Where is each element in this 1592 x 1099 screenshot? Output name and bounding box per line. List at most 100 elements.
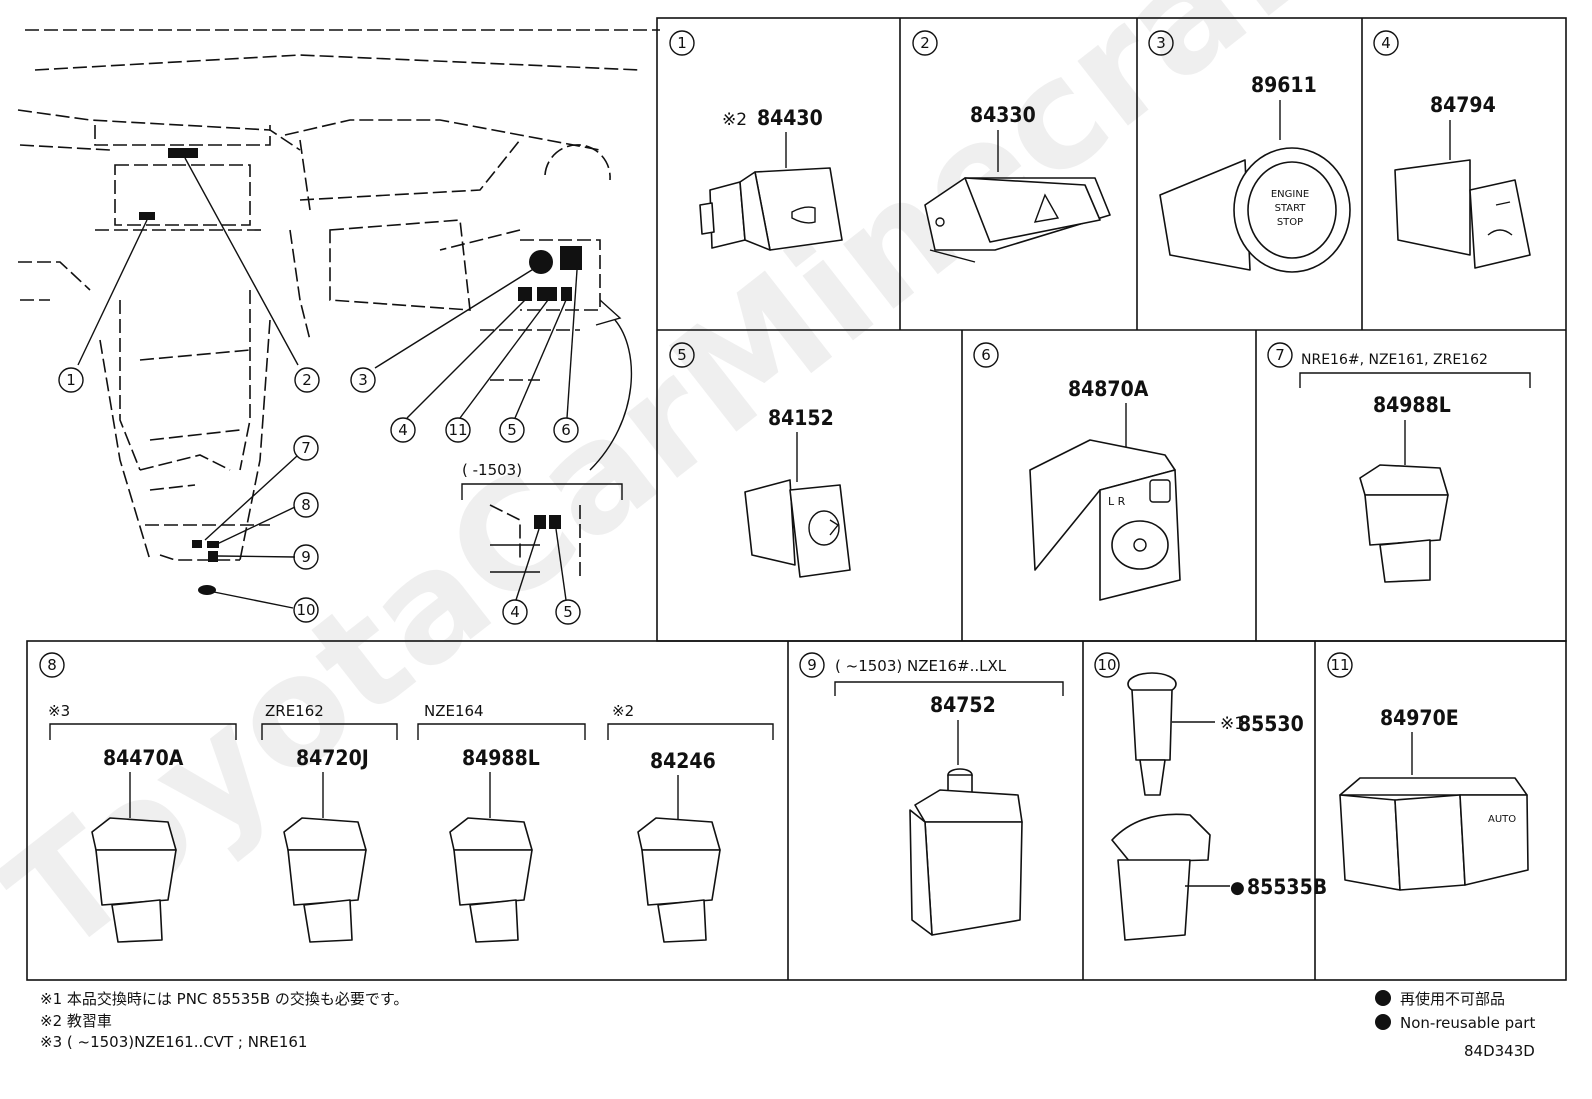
mirror-switch-lr: L R	[1108, 495, 1126, 508]
svg-text:1: 1	[677, 34, 687, 52]
cell-4: 4 84794	[1373, 30, 1531, 269]
part-number-84470A: 84470A	[103, 746, 184, 770]
cell-11-number: 11	[1327, 652, 1353, 678]
cell-8-group-4-label: ※2	[612, 702, 634, 720]
part-number-84246: 84246	[650, 749, 716, 773]
cell-6: 6 84870A L R	[973, 342, 1181, 601]
footnote-1: ※1 本品交換時には PNC 85535B の交換も必要です。	[40, 990, 408, 1008]
svg-text:9: 9	[807, 656, 817, 674]
svg-text:3: 3	[1156, 34, 1166, 52]
svg-text:7: 7	[1275, 346, 1285, 364]
callout-8: 8	[293, 492, 319, 518]
cell-11: 11 84970E AUTO	[1327, 652, 1529, 891]
cell-8: 8 ※3 84470A ZRE162 84720J NZE164 84988L …	[39, 652, 774, 943]
switch-84720J	[283, 817, 367, 943]
callout-4b: 4	[502, 599, 528, 625]
callout-2: 2	[294, 367, 320, 393]
svg-text:4: 4	[398, 421, 408, 439]
part-number-89611: 89611	[1251, 73, 1317, 97]
part-number-84430: 84430	[757, 106, 823, 130]
svg-text:1: 1	[66, 371, 76, 389]
power-socket	[1127, 672, 1177, 796]
svg-text:5: 5	[507, 421, 517, 439]
callout-11: 11	[445, 417, 471, 443]
svg-text:10: 10	[1097, 656, 1116, 674]
cell-3-number: 3	[1148, 30, 1174, 56]
cell-2-number: 2	[912, 30, 938, 56]
cell-1: 1 ※2 84430	[669, 30, 843, 251]
callout-5: 5	[499, 417, 525, 443]
cell-10-mark: ●	[1230, 878, 1245, 898]
part-number-84720J: 84720J	[296, 746, 369, 770]
cell-5-number: 5	[669, 342, 695, 368]
svg-text:11: 11	[448, 421, 467, 439]
socket-cover	[1111, 813, 1211, 941]
cell-10-number: 10	[1094, 652, 1120, 678]
cell-1-number: 1	[669, 30, 695, 56]
button-text-start: START	[1275, 203, 1307, 214]
engine-start-button: ENGINE START STOP	[1159, 147, 1351, 273]
cell-9-models: ( ~1503) NZE16#..LXL	[835, 657, 1007, 675]
headlight-auto-switch: AUTO	[1339, 777, 1529, 891]
cell-4-number: 4	[1373, 30, 1399, 56]
callout-5b: 5	[555, 599, 581, 625]
seat-heater-switch	[909, 768, 1023, 936]
cell-1-note: ※2	[722, 110, 747, 130]
svg-text:10: 10	[296, 601, 315, 619]
callout-4: 4	[390, 417, 416, 443]
dashboard-overview	[17, 29, 660, 609]
part-number-84970E: 84970E	[1380, 706, 1459, 730]
part-number-84988L-b: 84988L	[462, 746, 540, 770]
svg-text:3: 3	[358, 371, 368, 389]
vsc-off-switch	[1359, 464, 1449, 583]
cell-8-group-2-label: ZRE162	[265, 702, 324, 720]
cell-2: 2 84330	[912, 30, 1111, 263]
legend-jp: 再使用不可部品	[1400, 990, 1505, 1008]
button-text-engine: ENGINE	[1271, 189, 1309, 200]
svg-text:9: 9	[301, 548, 311, 566]
cell-10-note: ※1	[1220, 714, 1245, 734]
cell-9: 9 ( ~1503) NZE16#..LXL 84752	[799, 652, 1064, 936]
part-number-85535B: 85535B	[1247, 875, 1327, 899]
part-number-85530: 85530	[1238, 712, 1304, 736]
svg-text:6: 6	[981, 346, 991, 364]
svg-text:11: 11	[1330, 656, 1349, 674]
hazard-switch	[924, 177, 1111, 263]
cell-6-number: 6	[973, 342, 999, 368]
cell-10: 10 ※1 85530 ● 85535B	[1094, 652, 1327, 941]
svg-text:4: 4	[1381, 34, 1391, 52]
headlight-level-switch	[744, 479, 851, 578]
mirror-switch: L R	[1029, 439, 1181, 601]
auto-switch-label: AUTO	[1488, 814, 1516, 825]
cell-8-group-1-label: ※3	[48, 702, 70, 720]
horn-switch	[699, 167, 843, 251]
overview-sub-label: ( -1503)	[462, 461, 522, 479]
footnote-2: ※2 教習車	[40, 1012, 112, 1030]
cell-3: 3 89611 ENGINE START STOP	[1148, 30, 1351, 273]
svg-text:4: 4	[510, 603, 520, 621]
svg-text:5: 5	[677, 346, 687, 364]
part-number-84752: 84752	[930, 693, 996, 717]
cell-8-number: 8	[39, 652, 65, 678]
svg-text:2: 2	[920, 34, 930, 52]
callout-6: 6	[553, 417, 579, 443]
svg-text:8: 8	[47, 656, 57, 674]
part-number-84870A: 84870A	[1068, 377, 1149, 401]
cell-8-group-3-label: NZE164	[424, 702, 484, 720]
footnote-3: ※3 ( ~1503)NZE161..CVT ; NRE161	[40, 1033, 307, 1051]
part-number-84152: 84152	[768, 406, 834, 430]
cell-5: 5 84152	[669, 342, 851, 578]
cell-7-number: 7	[1267, 342, 1293, 368]
svg-text:2: 2	[302, 371, 312, 389]
callout-9: 9	[293, 544, 319, 570]
svg-text:7: 7	[301, 439, 311, 457]
svg-text:5: 5	[563, 603, 573, 621]
legend: 再使用不可部品 Non-reusable part	[1375, 990, 1535, 1032]
cell-9-number: 9	[799, 652, 825, 678]
callout-7: 7	[293, 435, 319, 461]
button-text-stop: STOP	[1277, 217, 1303, 228]
callout-10: 10	[293, 597, 319, 623]
callout-3: 3	[350, 367, 376, 393]
callout-1: 1	[58, 367, 84, 393]
